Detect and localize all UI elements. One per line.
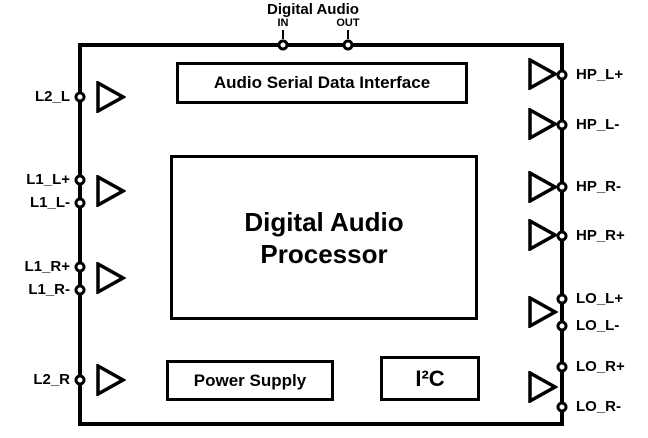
- pin-label-out: OUT: [336, 17, 360, 29]
- right-pin-label-lo-lp: LO_L+: [576, 290, 624, 307]
- digital-audio-title: Digital Audio: [267, 1, 359, 18]
- left-pin-label-l1-rp: L1_R+: [24, 258, 70, 275]
- left-pin-label-l1-lm: L1_L-: [29, 194, 70, 211]
- audio-serial-data-interface-block: Audio Serial Data Interface: [176, 62, 468, 104]
- in-pin-stub: [282, 30, 284, 39]
- pin-terminal-l1-lp-icon: [74, 174, 86, 186]
- pin-label-in: IN: [277, 17, 289, 29]
- amplifier-icon: [528, 218, 559, 252]
- right-pin-label-lo-rm: LO_R-: [576, 398, 621, 415]
- right-pin-label-hp-rp: HP_R+: [576, 227, 625, 244]
- pin-terminal-lo-rp-icon: [556, 361, 568, 373]
- pin-terminal-l1-lm-icon: [74, 197, 86, 209]
- pin-terminal-hp-rp-icon: [556, 230, 568, 242]
- amplifier-icon: [96, 363, 127, 397]
- pin-terminal-hp-lm-icon: [556, 119, 568, 131]
- pin-terminal-hp-rm-icon: [556, 181, 568, 193]
- amplifier-icon: [528, 57, 559, 91]
- power-supply-block: Power Supply: [166, 360, 334, 401]
- in-pin-terminal-icon: [277, 39, 289, 51]
- left-pin-label-l2-l: L2_L: [34, 88, 70, 105]
- pin-terminal-lo-lp-icon: [556, 293, 568, 305]
- amplifier-icon: [528, 107, 559, 141]
- processor-label-line1: Digital Audio: [244, 206, 404, 237]
- right-pin-label-hp-lp: HP_L+: [576, 66, 624, 83]
- pin-terminal-l2-l-icon: [74, 91, 86, 103]
- pin-terminal-lo-lm-icon: [556, 320, 568, 332]
- amplifier-icon: [528, 370, 559, 404]
- pin-terminal-l2-r-icon: [74, 374, 86, 386]
- pin-terminal-hp-lp-icon: [556, 69, 568, 81]
- amplifier-icon: [96, 261, 127, 295]
- left-pin-label-l2-r: L2_R: [33, 371, 70, 388]
- amplifier-icon: [528, 295, 559, 329]
- pin-terminal-lo-rm-icon: [556, 401, 568, 413]
- pin-terminal-l1-rp-icon: [74, 261, 86, 273]
- right-pin-label-lo-lm: LO_L-: [576, 317, 620, 334]
- right-pin-label-hp-rm: HP_R-: [576, 178, 622, 195]
- pin-terminal-l1-rm-icon: [74, 284, 86, 296]
- digital-audio-processor-block: Digital Audio Processor: [170, 155, 478, 320]
- left-pin-label-l1-lp: L1_L+: [26, 171, 70, 188]
- amplifier-icon: [528, 170, 559, 204]
- left-pin-label-l1-rm: L1_R-: [28, 281, 70, 298]
- processor-label-line2: Processor: [260, 238, 388, 269]
- right-pin-label-hp-lm: HP_L-: [576, 116, 620, 133]
- amplifier-icon: [96, 174, 127, 208]
- right-pin-label-lo-rp: LO_R+: [576, 358, 625, 375]
- amplifier-icon: [96, 80, 127, 114]
- processor-label: Digital Audio Processor: [244, 206, 403, 270]
- out-pin-stub: [347, 30, 349, 39]
- i2c-block: I²C: [380, 356, 480, 401]
- out-pin-terminal-icon: [342, 39, 354, 51]
